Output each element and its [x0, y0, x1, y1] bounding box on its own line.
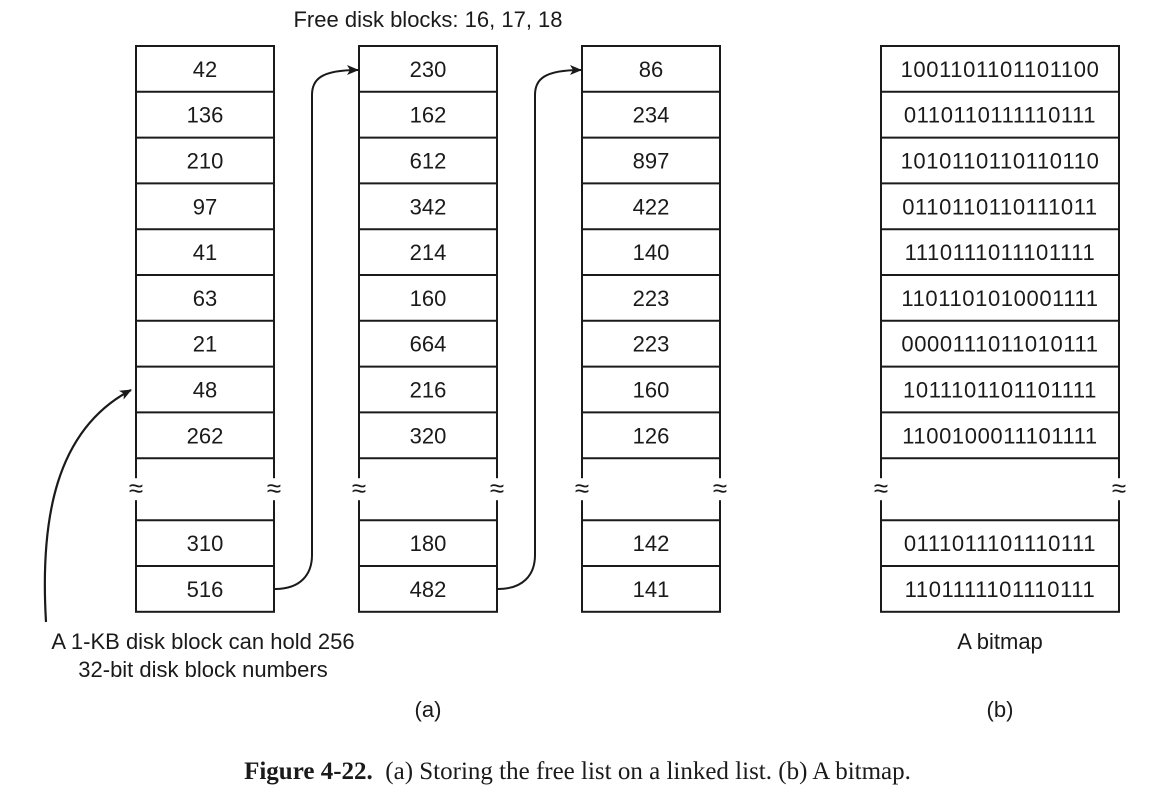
disk-block-3-cell-value: 142: [633, 531, 670, 556]
disk-block-2-cell-value: 230: [410, 57, 447, 82]
break-mask: [716, 478, 724, 501]
disk-block-3-cell-value: 126: [633, 423, 670, 448]
disk-block-1-cell-value: 41: [193, 240, 217, 265]
bitmap-cell-value: 1100100011101111: [902, 423, 1098, 448]
break-mask: [132, 478, 140, 501]
figure-caption-text: (a) Storing the free list on a linked li…: [385, 758, 911, 785]
figure-caption: Figure 4-22. (a) Storing the free list o…: [0, 758, 1155, 786]
disk-block-3-outline: [581, 45, 721, 613]
disk-block-1-cell-value: 63: [193, 286, 217, 311]
bitmap-cell-value: 1001101101101100: [901, 57, 1100, 82]
disk-block-3-cell-value: 86: [639, 57, 663, 82]
break-mask: [270, 478, 278, 501]
disk-block-column-2: ≈ ≈230 162 612 342 214 160 664 216 320 180 482: [352, 45, 504, 613]
bitmap-cell-value: 1101101010001111: [901, 286, 1098, 311]
annotation-arrow: [43, 389, 132, 623]
break-mask: [355, 478, 363, 501]
disk-block-3-cell-value: 234: [633, 103, 670, 128]
break-mask: [493, 478, 501, 501]
bitmap-cell-value: 0111011101110111: [904, 531, 1096, 556]
disk-block-2-cell-value: 216: [410, 378, 447, 403]
disk-block-2-cell-value: 160: [410, 286, 447, 311]
disk-block-3-cell-value: 140: [633, 240, 670, 265]
disk-block-3-cell-value: 897: [633, 149, 670, 174]
bitmap-cell-value: 1010110110110110: [901, 149, 1100, 174]
linked-list-sublabel: (a): [415, 697, 442, 722]
disk-block-1-cell-value: 516: [187, 577, 224, 602]
disk-block-column-3: ≈ ≈86 234 897 422 140 223 223 160 126 142 141: [575, 45, 727, 613]
bitmap-cell-value: 0110110111110111: [904, 103, 1096, 128]
break-symbol-left: ≈: [129, 473, 143, 503]
disk-block-2-outline: [358, 45, 498, 613]
figure-number: Figure 4-22.: [244, 758, 373, 785]
disk-block-2-cell-value: 214: [410, 240, 447, 265]
break-symbol-right: ≈: [713, 473, 727, 503]
disk-block-2-cell-value: 664: [410, 332, 447, 357]
bitmap-cell-value: 0110110110111011: [902, 194, 1098, 219]
disk-block-column-1: ≈ ≈42 136 210 97 41 63 21 48 262 310 516: [129, 45, 281, 613]
disk-block-2-cell-value: 482: [410, 577, 447, 602]
link-arrow-2-to-3: [497, 65, 582, 590]
break-symbol-left: ≈: [874, 473, 888, 503]
disk-block-2-cell-value: 342: [410, 194, 447, 219]
break-symbol-left: ≈: [575, 473, 589, 503]
disk-block-2-cell-value: 162: [410, 103, 447, 128]
bitmap-cell-value: 1011101101101111: [903, 378, 1097, 403]
break-symbol-right: ≈: [1112, 473, 1126, 503]
break-symbol-right: ≈: [490, 473, 504, 503]
break-mask: [1115, 478, 1123, 501]
bitmap-sublabel: (b): [987, 697, 1014, 722]
disk-block-1-outline: [135, 45, 275, 613]
bitmap-cell-value: 1110111011101111: [905, 240, 1096, 265]
bitmap-outline: [880, 45, 1120, 613]
disk-block-1-cell-value: 136: [187, 103, 224, 128]
disk-block-2-cell-value: 180: [410, 531, 447, 556]
disk-block-3-cell-value: 141: [633, 577, 670, 602]
disk-block-1-cell-value: 97: [193, 194, 217, 219]
disk-block-1-cell-value: 48: [193, 378, 217, 403]
break-symbol-left: ≈: [352, 473, 366, 503]
disk-block-3-cell-value: 223: [633, 286, 670, 311]
disk-block-3-cell-value: 223: [633, 332, 670, 357]
block-capacity-note-line-1: A 1-KB disk block can hold 256: [51, 629, 354, 654]
disk-block-1-cell-value: 21: [193, 332, 217, 357]
bitmap-label: A bitmap: [957, 629, 1043, 654]
disk-block-2-cell-value: 320: [410, 423, 447, 448]
bitmap-column: ≈ ≈1001101101101100 0110110111110111 101011…: [874, 45, 1126, 613]
break-mask: [877, 478, 885, 501]
bitmap-cell-value: 0000111011010111: [901, 332, 1098, 357]
disk-block-1-cell-value: 310: [187, 531, 224, 556]
free-disk-blocks-label: Free disk blocks: 16, 17, 18: [293, 7, 562, 32]
disk-block-3-cell-value: 422: [633, 194, 670, 219]
break-mask: [578, 478, 586, 501]
disk-block-2-cell-value: 612: [410, 149, 447, 174]
disk-block-1-cell-value: 210: [187, 149, 224, 174]
bitmap-cell-value: 1101111101110111: [905, 577, 1096, 602]
break-symbol-right: ≈: [267, 473, 281, 503]
disk-block-1-cell-value: 42: [193, 57, 217, 82]
disk-block-3-cell-value: 160: [633, 378, 670, 403]
disk-block-1-cell-value: 262: [187, 423, 224, 448]
block-capacity-note-line-2: 32-bit disk block numbers: [78, 657, 327, 682]
link-arrow-1-to-2: [274, 65, 359, 590]
